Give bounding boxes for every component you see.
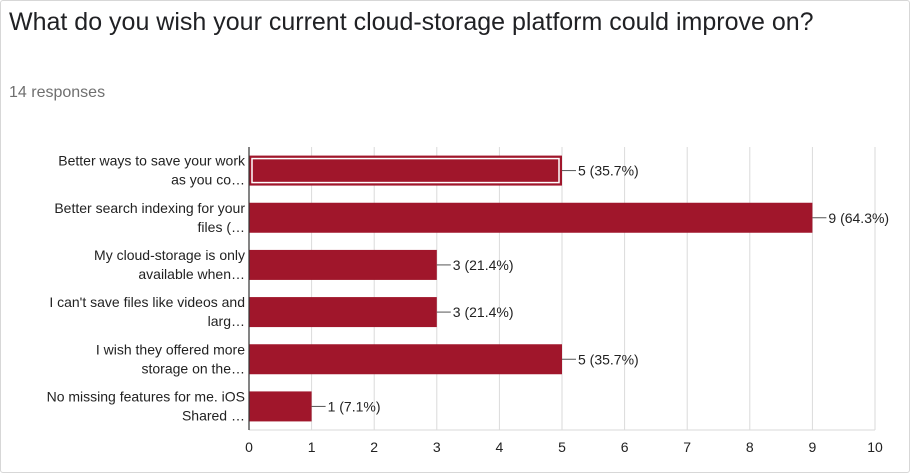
- category-label: My cloud-storage is only: [94, 247, 245, 263]
- category-label: Shared …: [182, 407, 245, 423]
- x-tick-label: 5: [558, 439, 566, 455]
- bar: [249, 202, 813, 233]
- bar: [249, 391, 312, 422]
- x-tick-label: 0: [245, 439, 253, 455]
- response-count: 14 responses: [9, 84, 106, 101]
- x-tick-label: 7: [683, 439, 691, 455]
- bar: [249, 297, 437, 328]
- data-label: 3 (21.4%): [453, 304, 514, 320]
- x-tick-label: 3: [433, 439, 441, 455]
- bar: [249, 249, 437, 280]
- x-tick-label: 4: [496, 439, 504, 455]
- category-label: No missing features for me. iOS: [47, 388, 245, 404]
- data-label: 1 (7.1%): [328, 398, 381, 414]
- x-tick-label: 2: [370, 439, 378, 455]
- question-title: What do you wish your current cloud-stor…: [9, 8, 814, 36]
- x-tick-label: 6: [621, 439, 629, 455]
- x-tick-label: 8: [746, 439, 754, 455]
- category-label: as you co…: [171, 172, 245, 188]
- category-label: I can't save files like videos and: [49, 294, 245, 310]
- bar: [249, 155, 562, 186]
- bar-highlight-outline: [251, 157, 560, 184]
- category-label: Better search indexing for your: [54, 200, 245, 216]
- category-label: larg…: [208, 313, 245, 329]
- category-label: I wish they offered more: [96, 341, 245, 357]
- category-label: Better ways to save your work: [58, 153, 246, 169]
- data-label: 5 (35.7%): [578, 163, 639, 179]
- x-tick-label: 10: [867, 439, 883, 455]
- data-label: 5 (35.7%): [578, 351, 639, 367]
- bar: [249, 344, 562, 375]
- data-label: 3 (21.4%): [453, 257, 514, 273]
- category-label: files (…: [198, 219, 245, 235]
- x-tick-label: 1: [308, 439, 316, 455]
- x-tick-label: 9: [809, 439, 817, 455]
- category-label: storage on the…: [141, 360, 245, 376]
- category-label: available when…: [138, 266, 245, 282]
- data-label: 9 (64.3%): [828, 210, 889, 226]
